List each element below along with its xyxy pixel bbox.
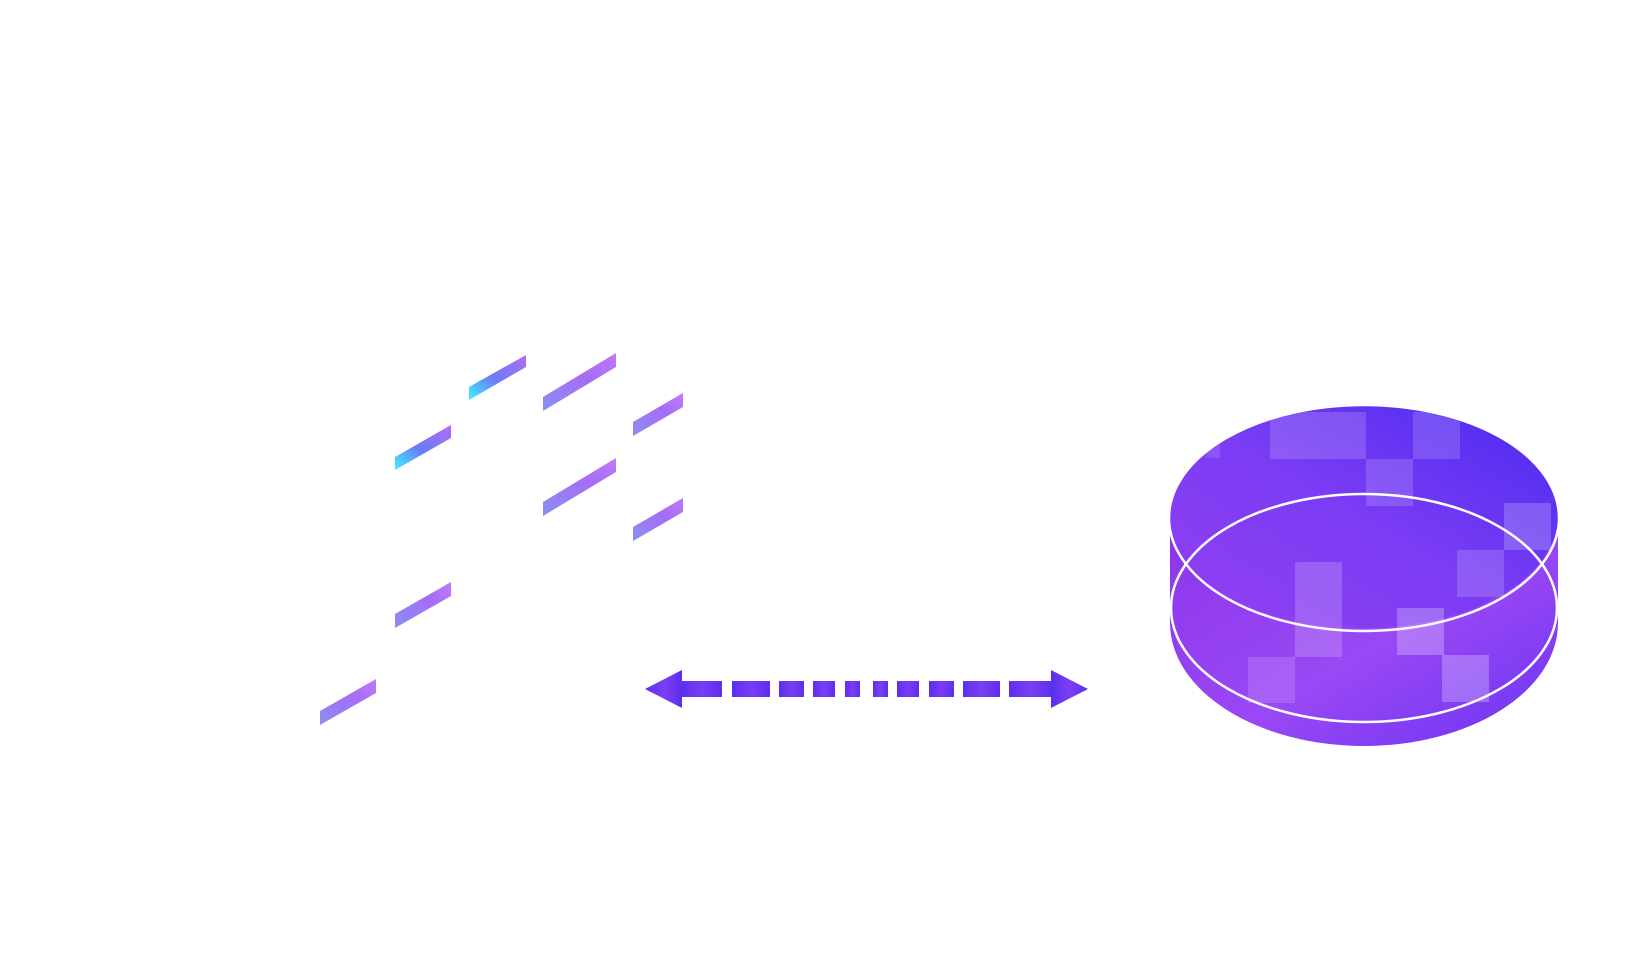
- arrow-dash: [732, 681, 770, 697]
- stream-streak: [395, 425, 451, 470]
- pixel-square: [1504, 503, 1551, 550]
- arrow-dash: [873, 681, 888, 697]
- arrow-dash: [963, 681, 1000, 697]
- stream-streak: [633, 498, 683, 541]
- arrow-dash: [929, 681, 954, 697]
- database-top-rim: [1167, 403, 1561, 633]
- pixel-square: [1248, 657, 1295, 703]
- database-middle-rim: [1169, 492, 1559, 724]
- pixel-square: [1270, 412, 1366, 459]
- stream-streak: [320, 679, 376, 725]
- arrow-dash: [779, 681, 804, 697]
- pixel-pattern: [1206, 412, 1551, 703]
- stream-streak: [543, 353, 616, 411]
- data-stream-icon: [320, 353, 683, 725]
- database-top-face: [1170, 404, 1558, 628]
- arrow-head-left: [645, 670, 682, 708]
- pixel-square: [1397, 608, 1444, 655]
- arrow-dash: [682, 681, 722, 697]
- stream-streak: [633, 393, 683, 436]
- pixel-square: [1366, 459, 1413, 506]
- stream-streak: [395, 582, 451, 628]
- arrow-dash: [813, 681, 835, 697]
- stream-streak: [543, 458, 616, 516]
- arrow-dash: [897, 681, 919, 697]
- arrow-dash: [845, 681, 860, 697]
- pixel-square: [1295, 562, 1342, 657]
- pixel-square: [1413, 412, 1460, 459]
- database-outline: [1167, 403, 1561, 724]
- pixel-square: [1457, 550, 1504, 597]
- bidirectional-arrow-icon: [645, 670, 1088, 708]
- arrow-head-right: [1051, 670, 1088, 708]
- arrow-dash: [1009, 681, 1052, 697]
- database-cylinder-icon: [1167, 403, 1561, 746]
- stream-streak: [469, 355, 526, 400]
- pixel-square: [1442, 655, 1489, 702]
